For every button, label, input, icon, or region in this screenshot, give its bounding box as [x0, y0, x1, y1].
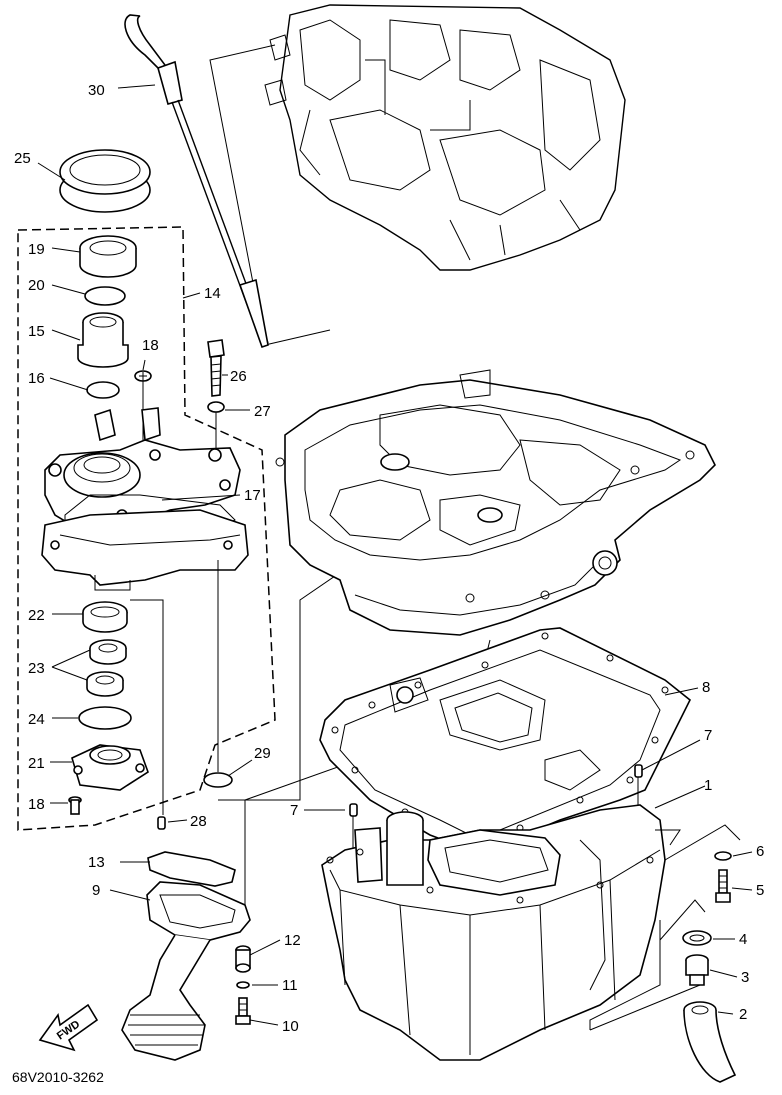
- callout-21: 21: [28, 755, 45, 772]
- callout-labels: 30 25 19 20 14 15 18 16 26 27 17 22 23 2…: [14, 82, 764, 1035]
- pump-base: [41, 509, 249, 591]
- dipstick: [124, 14, 269, 349]
- callout-5: 5: [756, 882, 764, 899]
- bolt-5: [715, 869, 731, 903]
- callout-8: 8: [702, 679, 710, 696]
- dipstick-guide-line: [209, 44, 331, 346]
- seal-ring-25: [59, 149, 151, 213]
- upper-housing: [275, 369, 716, 636]
- gasket-8: [319, 627, 692, 851]
- o-ring-20: [84, 286, 126, 306]
- o-ring-24: [78, 706, 132, 730]
- gasket-4: [682, 930, 712, 946]
- engine-block: [264, 4, 626, 271]
- callout-22: 22: [28, 607, 45, 624]
- callout-9: 9: [92, 882, 100, 899]
- fwd-arrow-icon: FWD: [38, 1003, 99, 1052]
- callout-7-left: 7: [290, 802, 298, 819]
- dowel-pin-7-left: [349, 803, 358, 817]
- gasket-13: [147, 851, 236, 887]
- bolt-10: [235, 997, 251, 1025]
- callout-26: 26: [230, 368, 247, 385]
- assembly-dashed-boundary: [17, 226, 276, 831]
- callout-18-upper: 18: [142, 337, 159, 354]
- callout-18-lower: 18: [28, 796, 45, 813]
- callout-14: 14: [204, 285, 221, 302]
- oil-pan-1: [321, 804, 681, 1061]
- callout-29: 29: [254, 745, 271, 762]
- hose-cap-2: [683, 1001, 737, 1083]
- callout-10: 10: [282, 1018, 299, 1035]
- oil-strainer-9: [121, 881, 251, 1061]
- bolt-26: [207, 339, 225, 397]
- callout-24: 24: [28, 711, 45, 728]
- washer-27: [207, 401, 225, 413]
- callout-30: 30: [88, 82, 105, 99]
- collar-12: [235, 945, 251, 973]
- callout-4: 4: [739, 931, 747, 948]
- callout-13: 13: [88, 854, 105, 871]
- screw-18-lower: [68, 796, 82, 815]
- callout-17: 17: [244, 487, 261, 504]
- flange-21: [71, 744, 149, 791]
- callout-15: 15: [28, 323, 45, 340]
- dowel-pin-7-right: [634, 764, 643, 778]
- callout-2: 2: [739, 1006, 747, 1023]
- callout-6: 6: [756, 843, 764, 860]
- callout-1: 1: [704, 777, 712, 794]
- callout-7-right: 7: [704, 727, 712, 744]
- drain-plug-3: [685, 954, 709, 986]
- callout-20: 20: [28, 277, 45, 294]
- callout-27: 27: [254, 403, 271, 420]
- diagram-code: 68V2010-3262: [12, 1069, 104, 1085]
- callout-28: 28: [190, 813, 207, 830]
- pan-side-guides: [589, 824, 741, 1031]
- callout-25: 25: [14, 150, 31, 167]
- washers-23: [86, 639, 127, 697]
- o-ring-16: [86, 381, 120, 399]
- callout-11: 11: [282, 977, 298, 994]
- leader-lines: [37, 84, 753, 1026]
- collar-15: [77, 312, 129, 368]
- oil-seal-22: [82, 601, 128, 633]
- pin-28: [157, 816, 166, 830]
- guide-28: [130, 599, 164, 815]
- callout-23: 23: [28, 660, 45, 677]
- oil-seal-19: [79, 235, 137, 278]
- callout-12: 12: [284, 932, 301, 949]
- callout-16: 16: [28, 370, 45, 387]
- callout-3: 3: [741, 969, 749, 986]
- washer-11: [236, 981, 250, 989]
- callout-19: 19: [28, 241, 45, 258]
- pump-housing: [44, 407, 241, 531]
- o-ring-29: [203, 772, 233, 788]
- washer-6: [714, 851, 732, 861]
